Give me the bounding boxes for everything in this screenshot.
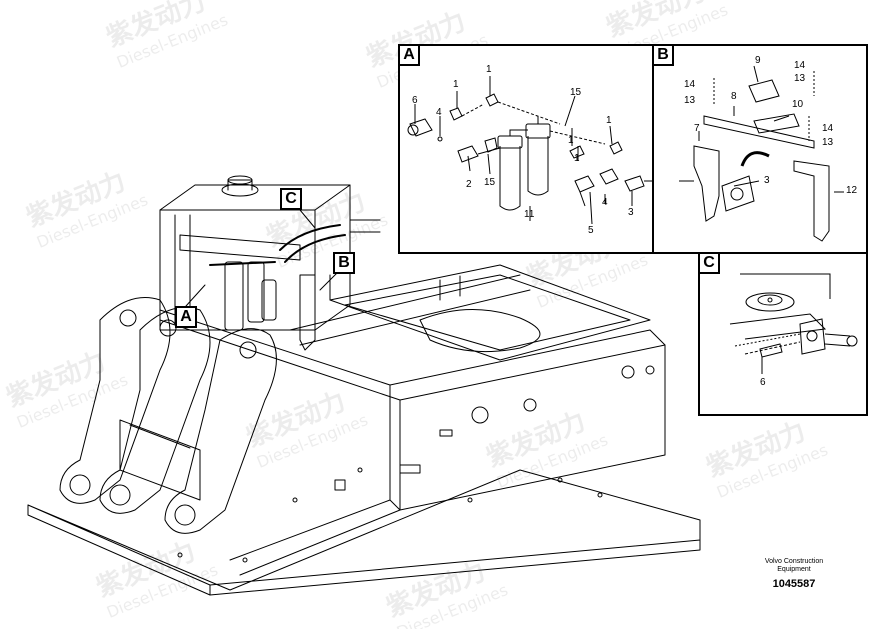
part-number-a: 1: [606, 115, 612, 126]
part-number-b: 14: [822, 123, 834, 134]
detail-panel-b: B 9 14 13 14 13 8 10 14 13 7 3 12: [652, 44, 868, 254]
part-number-b: 7: [694, 123, 700, 134]
part-number-a: 2: [466, 179, 472, 190]
part-number-a: 1: [453, 79, 459, 90]
part-number-a: 1: [486, 64, 492, 75]
part-number-a: 11: [524, 209, 535, 220]
part-number-b: 14: [684, 79, 696, 90]
brand-line-1: Volvo Construction: [764, 558, 824, 565]
part-number-a: 3: [628, 207, 634, 218]
part-number-b: 12: [846, 185, 858, 196]
brand-line-2: Equipment: [777, 566, 811, 573]
detail-panel-a-tag: A: [398, 44, 420, 66]
part-number-b: 14: [794, 60, 806, 71]
part-number-a: 1: [568, 135, 574, 146]
detail-b-drawing: [679, 65, 844, 242]
part-number-b: 9: [755, 55, 761, 66]
detail-panel-a: A: [398, 44, 656, 254]
part-number-a: 4: [436, 107, 442, 118]
part-number-c: 6: [760, 377, 766, 388]
part-number-b: 3: [764, 175, 770, 186]
part-number-b: 8: [731, 91, 737, 102]
part-number-a: 6: [412, 95, 418, 106]
detail-panel-c-tag: C: [698, 252, 720, 274]
detail-panel-b-tag: B: [652, 44, 674, 66]
detail-c-drawing: [729, 273, 858, 374]
part-number-a: 1: [574, 153, 580, 164]
part-number-b: 13: [684, 95, 696, 106]
callout-c: C: [280, 188, 302, 210]
part-number-a: 5: [588, 225, 594, 236]
detail-a-drawing: [407, 76, 652, 225]
part-number-a: 15: [570, 87, 582, 98]
drawing-info: Volvo Construction Equipment 1045587: [754, 558, 834, 590]
part-number-a: 4: [602, 197, 608, 208]
part-number-b: 13: [822, 137, 834, 148]
callout-a: A: [175, 306, 197, 328]
part-number-a: 15: [484, 177, 496, 188]
drawing-number: 1045587: [772, 578, 816, 590]
part-number-b: 10: [792, 99, 804, 110]
callout-b: B: [333, 252, 355, 274]
part-number-b: 13: [794, 73, 806, 84]
detail-panel-c: C 6: [698, 252, 868, 416]
